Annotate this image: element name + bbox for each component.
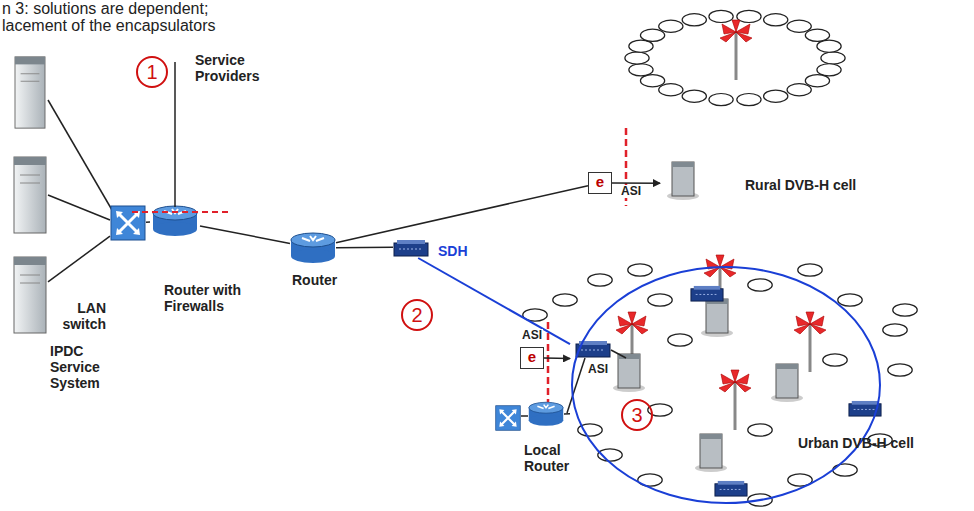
link-line <box>48 236 110 282</box>
element-label: Rural DVB-H cell <box>745 177 856 193</box>
network-element: Router with Firewalls <box>150 205 200 237</box>
link-line <box>544 357 570 359</box>
link-line <box>336 186 588 243</box>
link-line <box>146 221 150 223</box>
encapsulator-box: e <box>588 172 612 194</box>
callout-number: 3 <box>622 400 652 430</box>
note-text: ASI <box>588 362 608 376</box>
network-element: Local Router <box>528 400 564 428</box>
cell-region: Urban DVB-H cell <box>570 265 882 505</box>
note-text: Service Providers <box>195 52 275 84</box>
encapsulator-letter: e <box>521 348 543 366</box>
element-label: Local Router <box>524 442 586 474</box>
network-element: Router <box>290 232 336 264</box>
network-element: Rural DVB-H cell <box>660 155 702 197</box>
network-element: SDH <box>393 236 429 258</box>
callout-number: 2 <box>402 300 432 330</box>
cell-outline <box>570 265 882 505</box>
network-element: LAN switch <box>110 205 146 241</box>
element-label: SDH <box>438 243 468 259</box>
element-label: Router <box>292 272 337 288</box>
element-label: Urban DVB-H cell <box>798 435 914 451</box>
interface-label: ASI <box>620 185 642 198</box>
note-text: lacement of the encapsulators <box>2 17 215 35</box>
link-line <box>336 246 393 248</box>
link-line <box>564 413 570 415</box>
link-line <box>200 226 290 244</box>
interface-label: ASI <box>521 329 543 342</box>
link-line <box>612 182 660 184</box>
link-line <box>418 258 570 344</box>
note-text: n 3: solutions are dependent; <box>2 0 208 18</box>
encapsulator-letter: e <box>589 173 611 191</box>
element-label: Router with Firewalls <box>164 282 260 314</box>
network-element: IPDC Service System <box>12 250 48 340</box>
element-label: IPDC Service System <box>50 343 130 391</box>
encapsulator-box: e <box>520 347 544 369</box>
callout-number: 1 <box>137 57 167 87</box>
element-label: LAN switch <box>48 300 106 332</box>
